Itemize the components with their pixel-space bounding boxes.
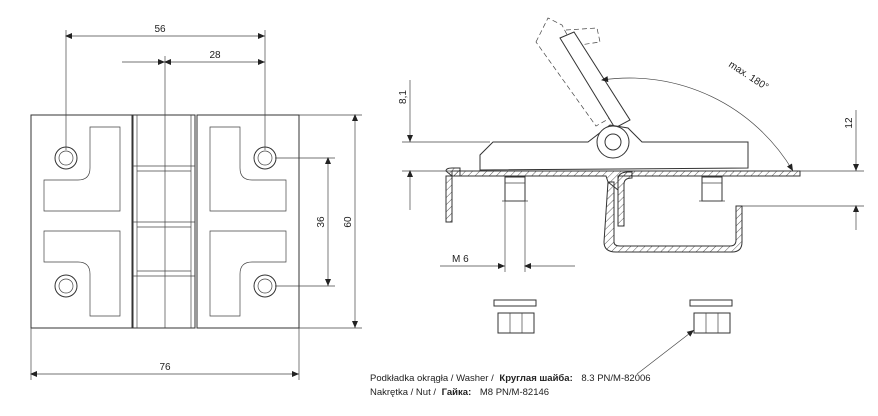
parts-legend: Podkładka okrągła / Washer / Круглая шай… (370, 373, 651, 398)
dim-60: 60 (343, 216, 354, 228)
legend-washer-pl: Podkładka okrągła / Washer / (370, 373, 494, 384)
legend-nut-pl: Nakrętka / Nut / (370, 387, 436, 398)
dim-m6: M 6 (452, 254, 469, 265)
hole-bottom-left (54, 274, 78, 298)
dim-76: 76 (159, 362, 171, 373)
dim-28: 28 (209, 50, 221, 61)
hole-bottom-right (253, 274, 277, 298)
legend-washer-ru: Круглая шайба: (499, 373, 572, 384)
dim-56: 56 (154, 24, 166, 35)
dim-max-angle: max. 180° (726, 59, 770, 93)
knuckle (132, 114, 196, 329)
bolt-right (699, 176, 725, 202)
legend-nut-ru: Гайка: (442, 387, 472, 398)
legend-nut-line: Nakrętka / Nut / Гайка: M8 PN/M-82146 (370, 387, 549, 398)
dim-12: 12 (844, 117, 855, 129)
open-leaf-dashed (535, 17, 611, 127)
washer-nut-left (493, 299, 537, 334)
dim-36: 36 (316, 216, 327, 228)
right-leaf (196, 114, 300, 329)
left-leaf (30, 114, 133, 329)
rotation-arc (601, 76, 794, 172)
side-view: M 6 8,1 12 max. 180° (398, 17, 864, 375)
legend-washer-line: Podkładka okrągła / Washer / Круглая шай… (370, 373, 651, 384)
dim-8-1: 8,1 (398, 90, 409, 104)
legend-nut-spec: M8 PN/M-82146 (480, 387, 549, 398)
washer-nut-right (689, 299, 733, 334)
leaf-upright (559, 31, 631, 129)
front-view: 56 28 36 60 76 (30, 24, 362, 380)
u-channel (603, 181, 743, 253)
knuckle-side (596, 125, 630, 159)
hole-top-left (54, 146, 78, 170)
legend-washer-spec: 8.3 PN/M-82006 (581, 373, 650, 384)
bolt-left (502, 176, 528, 202)
hole-top-right (253, 146, 277, 170)
